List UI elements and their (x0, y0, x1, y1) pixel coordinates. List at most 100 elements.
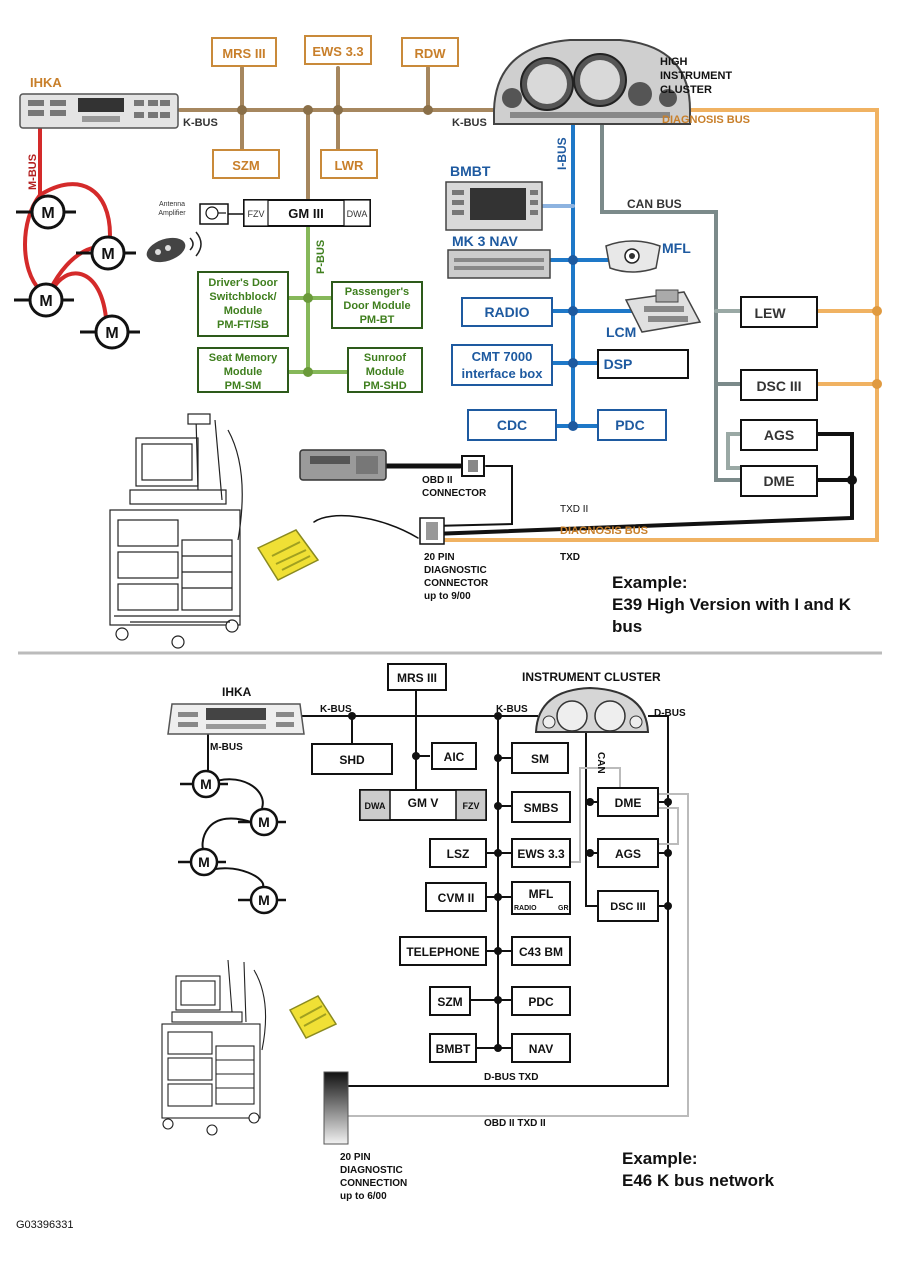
seat-memory-label-2: Module (224, 366, 263, 378)
example-label-bottom-2: E46 K bus network (622, 1171, 775, 1190)
diagnostic-tester-top (109, 413, 243, 649)
dsc3-label: DSC III (756, 378, 801, 394)
diagnostic-connector-20pin-top (419, 517, 445, 545)
motor-icon: M (14, 282, 74, 318)
motor-icon: M (80, 314, 140, 350)
cdc-label: CDC (497, 417, 527, 433)
mrs3-box-bottom (387, 663, 447, 691)
szm-label-bottom: SZM (437, 995, 462, 1009)
dwa-label: DWA (347, 209, 368, 219)
diagnostic-connector-20pin-bottom (323, 1071, 349, 1145)
gm5-label: GM V (408, 796, 439, 810)
cmt-label-1: CMT 7000 (472, 349, 533, 364)
passengers-door-box (331, 281, 423, 329)
drivers-door-label-4: PM-FT/SB (217, 319, 269, 331)
rdw-box (401, 37, 459, 67)
bmbt-label: BMBT (450, 163, 491, 179)
svg-text:M: M (258, 892, 270, 908)
smbs-box (511, 791, 571, 823)
diag20-bottom-label-3: CONNECTION (340, 1178, 407, 1189)
lsz-box (429, 838, 487, 868)
mrs3-label: MRS III (222, 46, 265, 61)
motor-icon: M (238, 807, 286, 837)
dme-box (740, 465, 818, 497)
lcm-label: LCM (606, 324, 636, 340)
svg-text:M: M (41, 205, 54, 222)
mfl-label: MFL (662, 240, 691, 256)
lsz-label: LSZ (447, 847, 470, 861)
fzv-label: FZV (248, 209, 265, 219)
pdc-box-bottom (511, 986, 571, 1016)
diagnosis-bus-label-bottom: DIAGNOSIS BUS (560, 525, 648, 537)
instrument-cluster-bottom (534, 686, 650, 733)
c43bm-label: C43 BM (519, 945, 563, 959)
txd2-label: TXD II (560, 504, 588, 515)
obd-connector-label-2: CONNECTOR (422, 488, 487, 499)
ews-box (304, 35, 372, 65)
dme-label: DME (763, 473, 794, 489)
lew-label: LEW (754, 305, 786, 321)
motor-icon: M (76, 235, 136, 271)
k-bus-label-left: K-BUS (183, 117, 218, 129)
diag20-bottom-label-2: DIAGNOSTIC (340, 1165, 403, 1176)
diag20-bottom-label-1: 20 PIN (340, 1152, 371, 1163)
diag20-bottom-label-4: up to 6/00 (340, 1191, 387, 1202)
mrs3-box (211, 37, 277, 67)
sm-box (511, 742, 569, 774)
cmt-label-2: interface box (462, 366, 544, 381)
i-bus-label: I-BUS (555, 137, 569, 170)
can-label: CAN (595, 752, 606, 774)
mfl-radio-label: RADIO (514, 905, 537, 912)
szm-box-bottom (429, 986, 471, 1016)
drivers-door-label-2: Switchblock/ (209, 291, 276, 303)
sm-label: SM (531, 752, 549, 766)
ihka-panel-bottom (167, 703, 305, 735)
passengers-door-label-1: Passenger's (345, 286, 409, 298)
dsc3-box-bottom (597, 890, 659, 922)
example-label-bottom-1: Example: (622, 1149, 698, 1168)
radio-label: RADIO (484, 304, 529, 320)
top-junction-dots (237, 105, 882, 485)
aic-box (431, 742, 477, 770)
diagnostic-tester-bottom (161, 959, 267, 1136)
pdc-box (597, 409, 667, 441)
diag20-label-4: up to 9/00 (424, 591, 471, 602)
seat-memory-label-3: PM-SM (225, 380, 262, 392)
lwr-box (320, 149, 378, 179)
dme-box-bottom (597, 787, 659, 817)
example-label-top-2: E39 High Version with I and K (612, 595, 852, 614)
example-label-top-3: bus (612, 617, 642, 636)
high-instrument-cluster (493, 39, 691, 125)
antenna-label-1: Antenna (159, 201, 185, 208)
antenna-amplifier-icon (199, 203, 244, 225)
dsp-box (597, 349, 689, 379)
dsp-label: DSP (604, 356, 633, 372)
dsc3-box (740, 369, 818, 401)
lew-box (740, 296, 818, 328)
ags-label: AGS (764, 427, 794, 443)
d-bus-label: D-BUS (654, 708, 686, 719)
svg-text:M: M (200, 776, 212, 792)
mk3nav-unit (447, 249, 551, 279)
steering-wheel-icon (605, 240, 661, 273)
bottom-junction-dots (348, 712, 672, 1052)
svg-text:M: M (198, 854, 210, 870)
k-bus-label-bottom-mid: K-BUS (496, 704, 528, 715)
m-bus-label: M-BUS (27, 154, 39, 190)
seat-memory-box (197, 347, 289, 393)
ihka-panel (19, 93, 179, 129)
dme-label-bottom: DME (615, 796, 642, 810)
sunroof-label-3: PM-SHD (363, 380, 406, 392)
instrument-cluster-label: INSTRUMENT CLUSTER (522, 670, 661, 684)
pdc-label-bottom: PDC (528, 995, 554, 1009)
top-motors: M M M M (14, 194, 140, 350)
obd-connector-icon (461, 455, 485, 477)
drivers-door-label-3: Module (224, 305, 263, 317)
p-bus-label: P-BUS (315, 240, 327, 274)
seat-memory-label-1: Seat Memory (209, 352, 278, 364)
bottom-gray-lines (348, 767, 689, 1117)
cmt-box (451, 344, 553, 386)
bmbt-unit (445, 181, 543, 231)
cluster-label-2: INSTRUMENT (660, 70, 732, 82)
m-bus-label-bottom: M-BUS (210, 742, 243, 753)
